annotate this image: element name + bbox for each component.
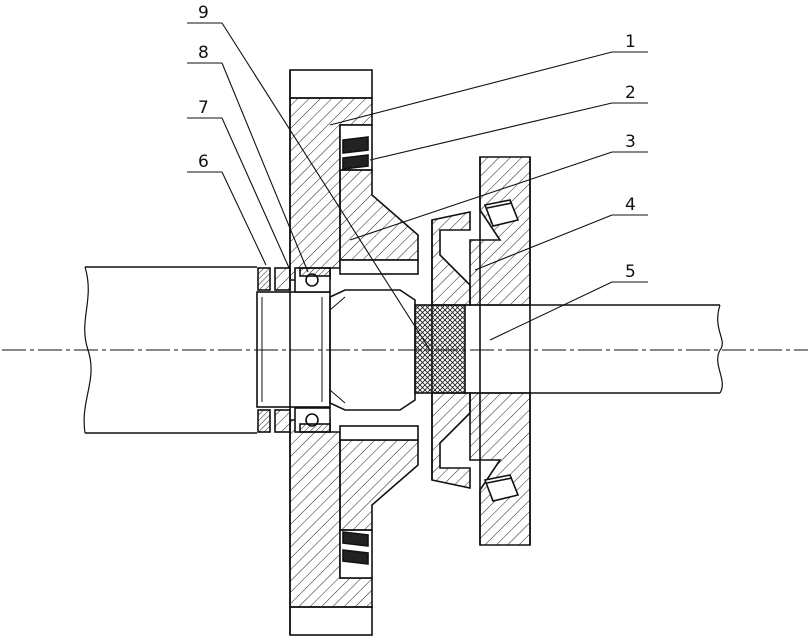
label-part-6: 6 <box>198 152 209 172</box>
drawing-body <box>2 23 808 635</box>
label-part-4: 4 <box>625 195 636 215</box>
label-part-3: 3 <box>625 132 636 152</box>
label-part-7: 7 <box>198 98 209 118</box>
disc-roller-bearing-lower <box>340 530 372 578</box>
coupling-block <box>415 305 465 393</box>
leader-lines <box>187 23 648 350</box>
label-part-9: 9 <box>198 3 209 23</box>
label-part-8: 8 <box>198 43 209 63</box>
label-part-1: 1 <box>625 32 636 52</box>
label-part-2: 2 <box>625 83 636 103</box>
inner-bevel-ring-upper <box>340 170 418 260</box>
label-part-5: 5 <box>625 262 636 282</box>
output-shaft <box>465 305 722 393</box>
inner-bevel-ring-lower <box>340 440 418 530</box>
disc-roller-bearing-upper <box>340 125 372 170</box>
